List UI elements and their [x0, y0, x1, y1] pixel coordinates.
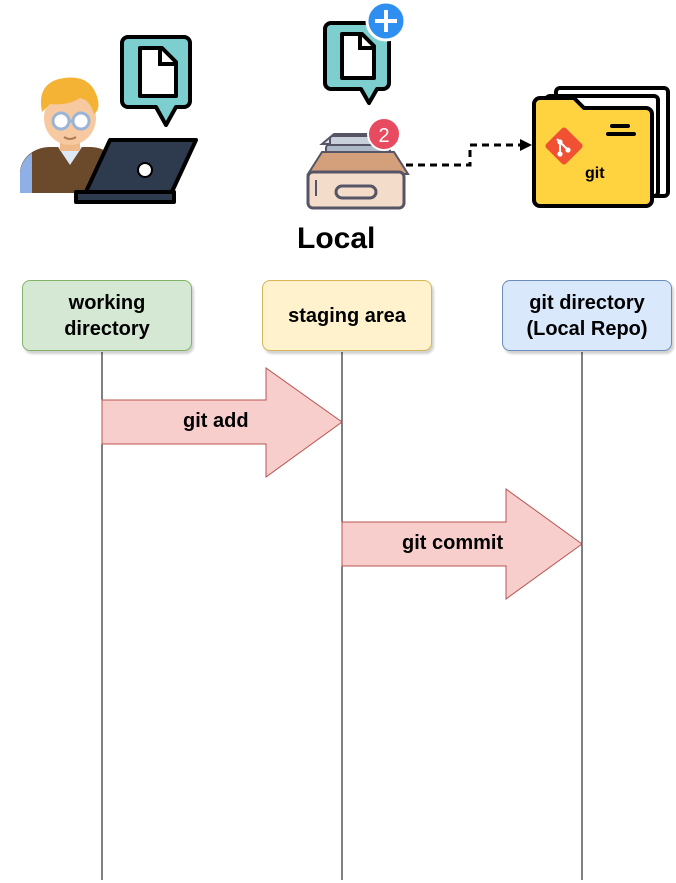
lane-git-directory: git directory (Local Repo) [502, 280, 672, 351]
git-add-label: git add [183, 410, 249, 432]
git-folder-icon: git [532, 86, 670, 208]
lane-staging-area: staging area [262, 280, 432, 351]
count-badge: 2 [367, 117, 401, 151]
dashed-connector [406, 143, 522, 167]
svg-text:git: git [585, 165, 605, 182]
lane-label: working directory [64, 291, 150, 340]
lane-label: staging area [288, 304, 406, 327]
lane-working-directory: working directory [22, 280, 192, 351]
developer-at-laptop-icon [20, 35, 198, 204]
lane-label: git directory (Local Repo) [526, 291, 648, 340]
inbox-tray-icon: 2 [306, 0, 410, 210]
git-commit-label: git commit [402, 532, 504, 554]
git-add-arrow [101, 367, 343, 478]
connector-arrowhead [520, 139, 532, 151]
page-title: Local [297, 222, 376, 255]
git-commit-arrow [341, 488, 583, 600]
plus-icon [365, 0, 407, 42]
svg-text:2: 2 [378, 125, 389, 147]
git-logo-icon [545, 127, 583, 165]
